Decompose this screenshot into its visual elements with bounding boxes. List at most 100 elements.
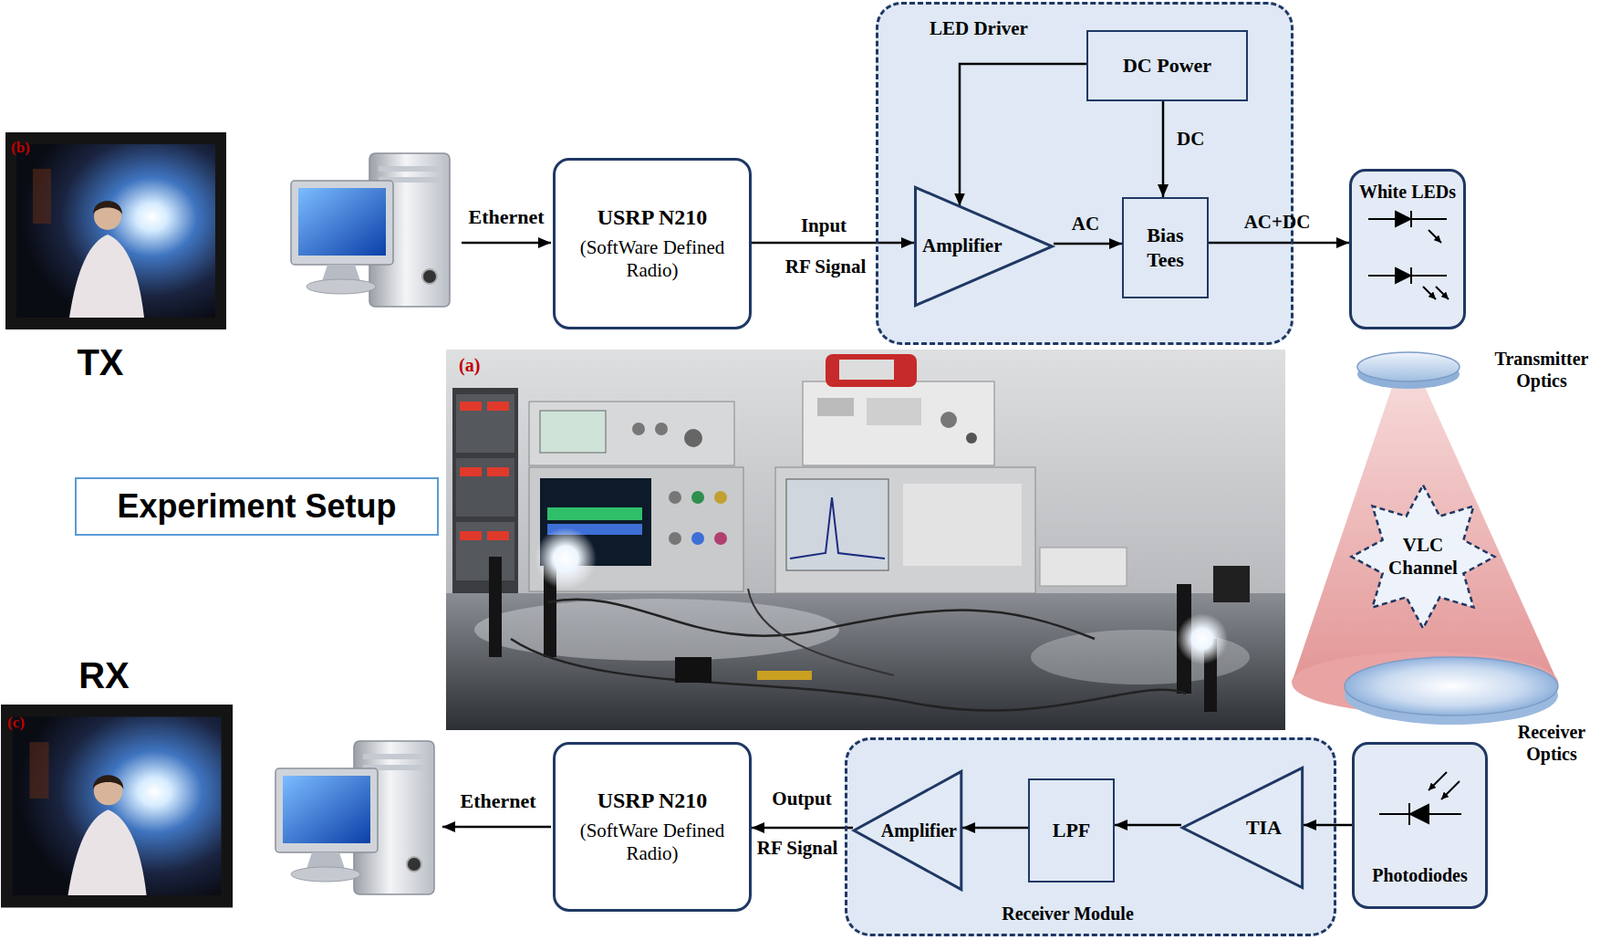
lab-photo	[446, 349, 1286, 730]
amplifier-triangle-shape	[853, 770, 962, 889]
tx-computer	[290, 153, 450, 307]
box-title: Photodiodes	[1371, 863, 1467, 886]
tx-video-frame	[5, 132, 227, 330]
lab-photo	[459, 401, 482, 411]
lab-photo	[456, 394, 515, 453]
tia-label: TIA	[1246, 815, 1282, 840]
edge-label: DC	[1176, 127, 1205, 151]
edge-label: AC+DC	[1244, 210, 1311, 234]
lab-photo	[839, 359, 894, 380]
lab-photo	[456, 457, 515, 517]
lab-photo	[775, 467, 1036, 593]
signal-label: Output	[771, 787, 832, 811]
lab-photo	[903, 483, 1022, 566]
optics-label: Transmitter Optics	[1490, 347, 1593, 392]
rx-computer	[275, 740, 435, 894]
photodiode-box-fill	[1351, 741, 1488, 909]
lab-photo	[632, 422, 645, 436]
lab-photo	[488, 556, 502, 657]
amplifier-label: Amplifier	[881, 819, 957, 842]
led-symbols	[1410, 210, 1413, 228]
transmitter-lens	[1357, 352, 1460, 389]
device-description: (SoftWare Defined Radio)	[564, 236, 740, 282]
signal-arrow	[1303, 823, 1352, 827]
led-symbols	[1428, 229, 1442, 243]
lab-photo	[789, 497, 885, 559]
lab-photo	[487, 467, 510, 477]
tia-triangle-outline	[1181, 766, 1304, 889]
led-symbols	[1395, 268, 1411, 283]
signal-arrow	[959, 63, 1087, 207]
side-label: TX	[76, 340, 124, 385]
transmitter-lens	[1357, 352, 1460, 382]
receiver-panel-fill	[844, 737, 1337, 936]
panel-title: LED Driver	[929, 17, 1029, 41]
led-symbols	[1423, 286, 1436, 300]
panel-letter: (c)	[7, 713, 25, 732]
lab-photo	[529, 401, 735, 466]
sdr-box: USRP N210 (SoftWare Defined Radio)	[552, 157, 752, 330]
side-label: RX	[78, 653, 130, 697]
ethernet-arrow	[461, 241, 551, 245]
lab-photo	[547, 599, 1095, 639]
lab-photo	[714, 490, 728, 504]
lab-photo	[456, 521, 515, 581]
led-box-fill	[1349, 168, 1466, 330]
photodiode-symbol	[1410, 804, 1429, 823]
signal-arrow	[1053, 242, 1123, 246]
lab-photo	[757, 670, 812, 680]
led-symbols	[1368, 210, 1449, 300]
filter-box: LPF	[1028, 778, 1115, 883]
signal-arrow	[1208, 241, 1350, 245]
channel-label: VLC Channel	[1377, 533, 1469, 580]
panel-letter: (b)	[10, 138, 31, 157]
receiver-lens	[1344, 656, 1559, 725]
lab-photo	[940, 411, 957, 428]
link-label: Ethernet	[459, 789, 536, 813]
photodiode-symbol	[1428, 771, 1447, 790]
amplifier-triangle-shape	[915, 187, 1053, 305]
led-symbols	[1395, 211, 1411, 227]
lab-photo	[1176, 612, 1228, 665]
driver-panel-fill	[875, 1, 1294, 345]
light-cone	[1291, 386, 1559, 683]
lab-photo	[474, 598, 840, 661]
rx-video-frame	[0, 704, 233, 907]
device-name: USRP N210	[597, 787, 708, 814]
photodiode-symbol	[1379, 771, 1462, 825]
channel-star-shape	[1351, 485, 1496, 629]
lab-photo	[534, 527, 597, 590]
lab-photo	[748, 588, 894, 676]
tia-triangle: TIA	[1181, 766, 1304, 889]
lab-photo	[529, 467, 744, 592]
optics-label: Receiver Optics	[1504, 720, 1600, 765]
lab-photo	[786, 478, 889, 571]
lab-photo	[675, 656, 712, 683]
signal-arrow	[1162, 101, 1165, 198]
lab-photo	[668, 531, 682, 545]
driver-panel: LED Driver DC PowerAmplifier Bias Tees	[875, 1, 1294, 345]
signal-arrow	[1114, 823, 1182, 827]
section-title-box: Experiment Setup	[74, 477, 439, 536]
receiver-panel: Receiver ModuleAmplifierLPFTIA	[844, 737, 1337, 936]
led-box: White LEDs	[1349, 168, 1466, 330]
lab-photo	[459, 467, 482, 477]
link-label: Ethernet	[467, 205, 544, 229]
lab-photo	[487, 401, 510, 411]
bias-tee-box: Bias Tees	[1122, 197, 1209, 299]
amplifier-label: Amplifier	[922, 234, 1002, 258]
power-box: DC Power	[1086, 30, 1248, 102]
tia-triangle-shape	[1182, 767, 1302, 887]
signal-label: Input	[800, 214, 847, 238]
signal-arrow	[751, 241, 915, 245]
device-name: USRP N210	[597, 204, 708, 231]
lab-photo	[817, 397, 854, 416]
channel-star: VLC Channel	[1350, 483, 1497, 630]
lab-photo	[452, 387, 519, 593]
led-symbols	[1410, 267, 1413, 284]
signal-arrow	[751, 826, 853, 830]
lab-photo	[691, 490, 705, 504]
lab-photo	[714, 531, 728, 545]
